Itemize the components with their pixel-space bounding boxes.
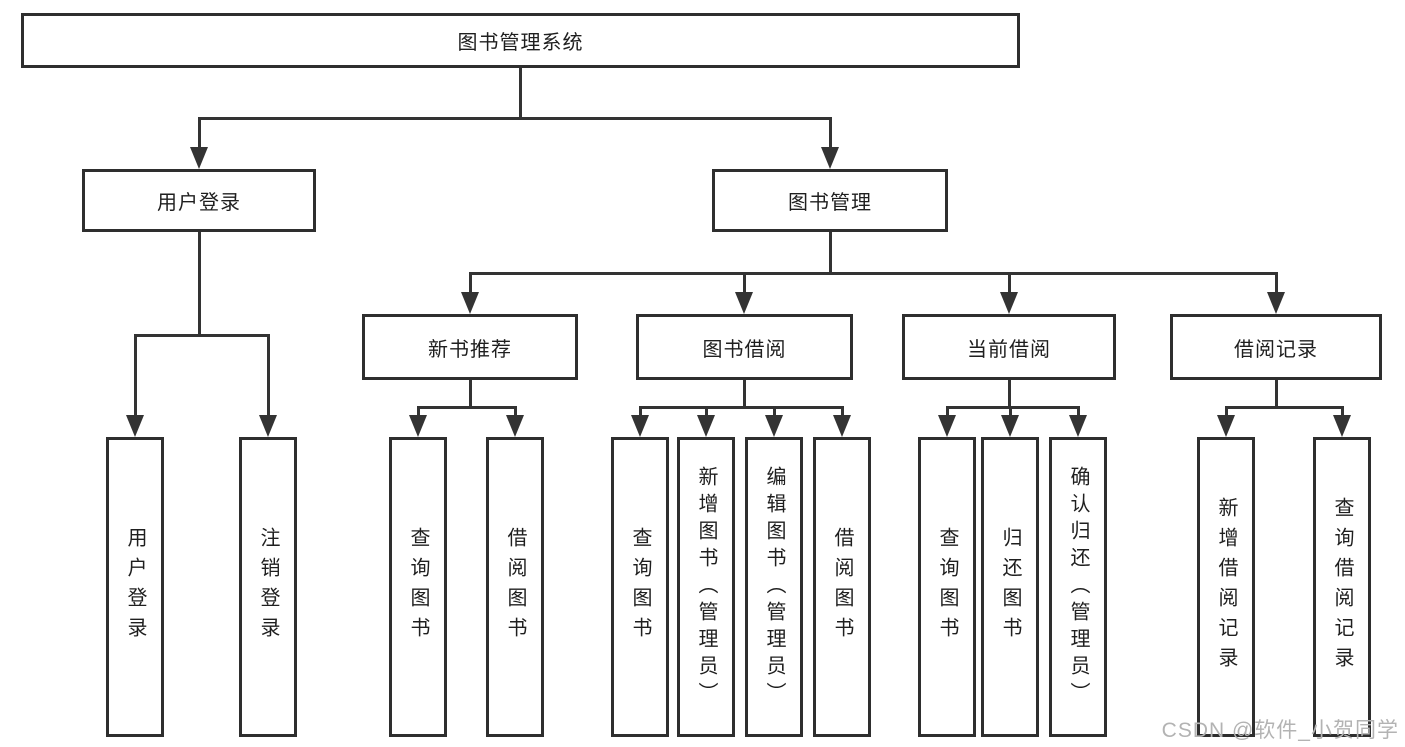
leaf-query-borrow-record: 查询借阅记录	[1313, 437, 1371, 737]
arrow-down-icon	[1000, 292, 1018, 314]
connector-line	[469, 272, 472, 294]
connector-line	[519, 68, 522, 120]
arrow-down-icon	[409, 415, 427, 437]
leaf-borrow-books-borrowing: 借阅图书	[813, 437, 871, 737]
connector-line	[743, 272, 746, 294]
node-user-login: 用户登录	[82, 169, 316, 232]
connector-line	[1275, 272, 1278, 294]
connector-line	[134, 334, 137, 417]
connector-line	[829, 117, 832, 150]
leaf-add-borrow-record: 新增借阅记录	[1197, 437, 1255, 737]
arrow-down-icon	[1267, 292, 1285, 314]
node-label: 用户登录	[157, 192, 241, 214]
node-root-library-management-system: 图书管理系统	[21, 13, 1020, 68]
connector-line	[1225, 406, 1228, 417]
connector-line	[1225, 406, 1343, 409]
leaf-label: 确认归还（管理员）	[1067, 465, 1089, 709]
leaf-return-book: 归还图书	[981, 437, 1039, 737]
connector-line	[705, 406, 708, 417]
leaf-label: 归还图书	[999, 527, 1021, 647]
node-label: 图书管理	[788, 192, 872, 214]
leaf-label: 用户登录	[124, 527, 146, 647]
leaf-query-books-borrowing: 查询图书	[611, 437, 669, 737]
node-book-borrowing: 图书借阅	[636, 314, 853, 380]
connector-line	[469, 272, 1277, 275]
connector-line	[946, 406, 949, 417]
leaf-add-book-admin: 新增图书（管理员）	[677, 437, 735, 737]
leaf-label: 查询图书	[629, 527, 651, 647]
connector-line	[267, 334, 270, 417]
arrow-down-icon	[697, 415, 715, 437]
node-label: 图书管理系统	[457, 32, 584, 54]
leaf-label: 查询借阅记录	[1331, 497, 1353, 677]
arrow-down-icon	[506, 415, 524, 437]
leaf-query-books-current: 查询图书	[918, 437, 976, 737]
connector-line	[841, 406, 844, 417]
connector-line	[1008, 380, 1011, 409]
leaf-borrow-books-recommend: 借阅图书	[486, 437, 544, 737]
node-label: 图书借阅	[702, 338, 787, 361]
connector-line	[514, 406, 517, 417]
connector-line	[743, 380, 746, 409]
connector-line	[1077, 406, 1080, 417]
arrow-down-icon	[1001, 415, 1019, 437]
node-borrowing-records: 借阅记录	[1170, 314, 1382, 380]
arrow-down-icon	[1333, 415, 1351, 437]
leaf-label: 新增图书（管理员）	[695, 465, 717, 709]
node-book-management: 图书管理	[712, 169, 948, 232]
leaf-label: 借阅图书	[504, 527, 526, 647]
connector-line	[198, 117, 201, 150]
arrow-down-icon	[126, 415, 144, 437]
leaf-confirm-return-admin: 确认归还（管理员）	[1049, 437, 1107, 737]
connector-line	[198, 117, 832, 120]
arrow-down-icon	[833, 415, 851, 437]
arrow-down-icon	[1069, 415, 1087, 437]
node-current-borrowing: 当前借阅	[902, 314, 1116, 380]
csdn-watermark: CSDN @软件_小贺同学	[1161, 719, 1399, 742]
arrow-down-icon	[190, 147, 208, 169]
connector-line	[198, 232, 201, 336]
connector-line	[417, 406, 420, 417]
leaf-label: 借阅图书	[831, 527, 853, 647]
connector-line	[134, 334, 269, 337]
connector-line	[469, 380, 472, 409]
arrow-down-icon	[821, 147, 839, 169]
node-label: 当前借阅	[967, 338, 1051, 361]
leaf-user-login: 用户登录	[106, 437, 164, 737]
connector-line	[946, 406, 1079, 409]
connector-line	[1341, 406, 1344, 417]
leaf-label: 查询图书	[936, 527, 958, 647]
arrow-down-icon	[765, 415, 783, 437]
leaf-label: 查询图书	[407, 527, 429, 647]
node-new-book-recommendation: 新书推荐	[362, 314, 578, 380]
leaf-label: 编辑图书（管理员）	[763, 465, 785, 709]
connector-line	[1009, 406, 1012, 417]
leaf-query-books-recommend: 查询图书	[389, 437, 447, 737]
arrow-down-icon	[735, 292, 753, 314]
connector-line	[417, 406, 516, 409]
node-label: 新书推荐	[428, 338, 512, 361]
connector-line	[1275, 380, 1278, 409]
arrow-down-icon	[631, 415, 649, 437]
arrow-down-icon	[461, 292, 479, 314]
connector-line	[639, 406, 843, 409]
arrow-down-icon	[1217, 415, 1235, 437]
arrow-down-icon	[259, 415, 277, 437]
connector-line	[773, 406, 776, 417]
connector-line	[829, 232, 832, 275]
connector-line	[639, 406, 642, 417]
leaf-label: 新增借阅记录	[1215, 497, 1237, 677]
leaf-label: 注销登录	[257, 527, 279, 647]
connector-line	[1008, 272, 1011, 294]
leaf-edit-book-admin: 编辑图书（管理员）	[745, 437, 803, 737]
node-label: 借阅记录	[1234, 338, 1318, 361]
arrow-down-icon	[938, 415, 956, 437]
leaf-logout: 注销登录	[239, 437, 297, 737]
